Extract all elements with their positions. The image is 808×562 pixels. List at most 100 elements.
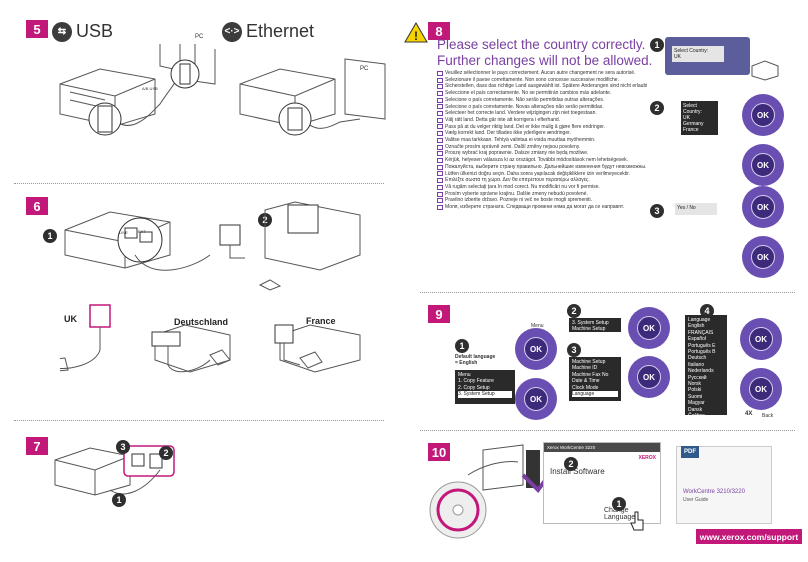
note-line: Default language (455, 354, 496, 360)
language-flag-icon (437, 164, 443, 170)
translation-text: Prosím vyberte správne krajinu. Ďalšie z… (445, 190, 588, 197)
translation-line: Välj rätt land. Detta går inte att korri… (437, 117, 647, 124)
language-flag-icon (437, 157, 443, 163)
language-item: Nederlands (688, 368, 714, 375)
svg-text:!: ! (414, 29, 418, 43)
translation-line: Sicherstellen, dass das richtige Land au… (437, 83, 647, 90)
language-item: Türkçe (688, 425, 704, 432)
translation-line: Selezionare il paese correttamente. Non … (437, 77, 647, 84)
ok-wheel[interactable]: OK (742, 186, 784, 228)
language-item: Svenska (688, 419, 708, 426)
translation-line: Selecteer het correcte land. Verdere wij… (437, 110, 647, 117)
ethernet-title: Ethernet (246, 21, 315, 41)
country-de-label: Deutschland (174, 317, 229, 327)
step-8-3-marker: 3 (650, 204, 664, 218)
ok-wheel[interactable]: OK (742, 236, 784, 278)
language-flag-icon (437, 178, 443, 184)
step-9-badge: 9 (428, 305, 450, 323)
ok-button[interactable]: OK (637, 316, 661, 340)
step-9-4-marker: 4 (700, 304, 714, 318)
translation-line: Моля, изберете страната. Следващи промен… (437, 204, 647, 211)
language-flag-icon (437, 84, 443, 90)
ext-port-label: EXT (138, 229, 146, 234)
ok-button[interactable]: OK (751, 103, 775, 127)
translation-text: Пожалуйста, выберите страну правильно. Д… (445, 163, 647, 170)
ok-wheel[interactable]: OK (740, 368, 782, 410)
step-7-2-marker: 2 (159, 446, 173, 460)
language-flag-icon (437, 111, 443, 117)
warning-line-2: Further changes will not be allowed. (437, 53, 653, 68)
translation-line: Vă rugăm selectaţi ţara în mod corect. N… (437, 184, 647, 191)
ok-button[interactable]: OK (751, 245, 775, 269)
language-flag-icon (437, 191, 443, 197)
support-url[interactable]: www.xerox.com/support (696, 529, 802, 544)
ok-wheel[interactable]: OK (515, 328, 557, 370)
translation-line: Επιλέξτε σωστά τη χώρα. Δεν θα επιτρέπου… (437, 177, 647, 184)
language-item: Polski (688, 387, 702, 394)
language-flag-icon (437, 204, 443, 210)
language-flag-icon (437, 137, 443, 143)
ok-wheel[interactable]: OK (742, 144, 784, 186)
menu-item: 1. Copy Feature (458, 378, 494, 385)
ok-button[interactable]: OK (751, 153, 775, 177)
ok-button[interactable]: OK (749, 327, 773, 351)
language-flag-icon (437, 104, 443, 110)
translation-line: Vælg korrekt land. Der tillades ikke yde… (437, 130, 647, 137)
menu-item: Clock Mode (572, 384, 599, 391)
translation-text: Vælg korrekt land. Der tillades ikke yde… (445, 130, 571, 137)
ok-wheel[interactable]: OK (628, 307, 670, 349)
step-9-1-marker: 1 (455, 339, 469, 353)
step-7-badge: 7 (26, 437, 48, 455)
translation-text: Vă rugăm selectaţi ţara în mod corect. N… (445, 183, 600, 190)
divider (14, 183, 384, 184)
back-button-label: Back (762, 413, 774, 419)
language-item: Español (688, 336, 707, 343)
pointer-hand-icon (630, 511, 644, 531)
menu-item: 3. System Setup (458, 391, 512, 398)
translation-text: Pravilno izberite državo. Poznejе ni več… (445, 197, 593, 204)
ok-button[interactable]: OK (524, 337, 548, 361)
translation-text: Επιλέξτε σωστά τη χώρα. Δεν θα επιτρέπου… (445, 177, 590, 184)
step-10-2-marker: 2 (564, 457, 578, 471)
translation-text: Sicherstellen, dass das richtige Land au… (445, 83, 647, 90)
menu-screen-2: 3. System Setup Machine Setup (569, 318, 621, 332)
language-item: Italiano (688, 361, 705, 368)
lcd-line: UK (674, 54, 681, 60)
translation-text: Selezionare il paese correttamente. Non … (445, 76, 619, 83)
language-flag-icon (437, 198, 443, 204)
usb-title: USB (76, 21, 114, 41)
language-item: Norsk (688, 381, 702, 388)
step-6-badge: 6 (26, 197, 48, 215)
step-10-1-marker: 1 (612, 497, 626, 511)
menu-item: Machine Fax No (572, 371, 609, 378)
ok-button[interactable]: OK (751, 195, 775, 219)
language-flag-icon (437, 117, 443, 123)
ok-button[interactable]: OK (637, 365, 661, 389)
ok-button[interactable]: OK (749, 377, 773, 401)
menu-item: Language (572, 391, 618, 398)
ok-wheel[interactable]: OK (742, 94, 784, 136)
ok-wheel[interactable]: OK (628, 356, 670, 398)
translation-text: Označte prosím správně zemi. Další změny… (445, 143, 581, 150)
language-item: English (688, 323, 705, 330)
step-7-1-marker: 1 (112, 493, 126, 507)
translation-line: Valitse maa tarkkaan. Tehtyä valintaa ei… (437, 137, 647, 144)
step-8-1-marker: 1 (650, 38, 664, 52)
language-item: Português B (688, 349, 716, 356)
ok-wheel[interactable]: OK (740, 318, 782, 360)
translation-text: Selecione o país corretamente. Não serão… (445, 96, 605, 103)
translation-line: Lütfen ülkenizi doğru seçin. Daha sonra … (437, 171, 647, 178)
translation-text: Selecione o país corretamente. Novas alt… (445, 103, 604, 110)
ok-button[interactable]: OK (524, 387, 548, 411)
install-software-option[interactable]: Install Software (550, 467, 605, 476)
language-flag-icon (437, 171, 443, 177)
menu-item: Machine ID (572, 365, 598, 372)
guide-title: User Guide (683, 497, 709, 503)
ok-wheel[interactable]: OK (515, 378, 557, 420)
lcd-title: Select Country: (683, 103, 702, 115)
note-line: = English (455, 360, 478, 366)
step-10-badge: 10 (428, 443, 450, 461)
translation-line: Seleccione el país correctamente. No se … (437, 90, 647, 97)
language-item: Deutsch (688, 355, 707, 362)
